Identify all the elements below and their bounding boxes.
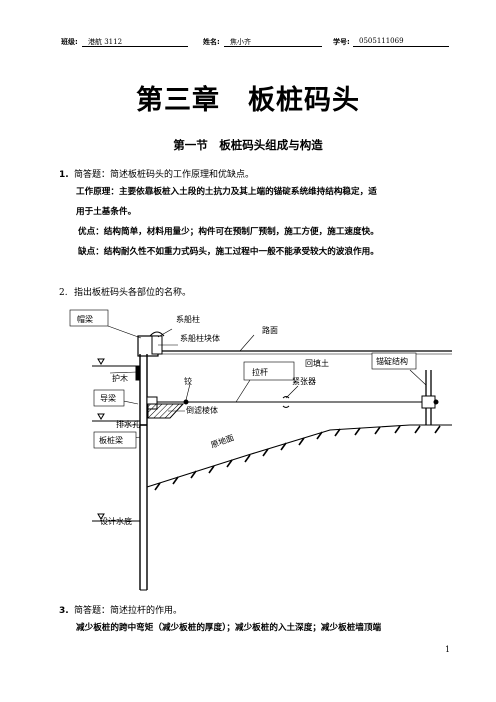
name-field[interactable]: 焦小齐 [224,37,322,47]
student-id-label: 学号: [333,38,350,46]
class-label: 班级: [61,38,78,46]
label-filter-layer: 倒滤棱体 [186,405,218,415]
label-bollard: 系船柱 [176,314,200,324]
label-bollard-block: 系船柱块体 [180,333,220,343]
label-pavement: 路面 [262,325,278,335]
label-original-ground: 原地面 [209,432,235,450]
question-2-text: 指出板桩码头各部位的名称。 [74,288,192,298]
class-field[interactable]: 港航 3112 [82,37,188,47]
student-id-field[interactable]: 0505111069 [353,37,449,47]
q3-answer: 减少板桩的跨中弯矩（减少板桩的厚度）；减少板桩的入土深度；减少板桩墙顶端 [76,623,382,633]
question-3-number: 3. [59,606,69,616]
section-title: 第一节 板桩码头组成与构造 [173,138,323,152]
q1-principle-line-2: 用于土基条件。 [76,207,137,217]
name-label: 姓名: [203,38,220,46]
q1-principle-line-1: 工作原理：主要依靠板桩入土段的土抗力及其上端的锚碇系统维持结构稳定，适 [76,187,377,197]
question-3: 3. 简答题：简述拉杆的作用。 [59,603,182,616]
question-2: 2. 指出板桩码头各部位的名称。 [59,285,191,298]
label-drain-hole: 排水孔 [116,419,140,429]
question-1: 1. 简答题：简述板桩码头的工作原理和优缺点。 [59,167,254,180]
label-guide-beam: 导梁 [100,394,116,403]
question-1-text: 简答题：简述板桩码头的工作原理和优缺点。 [74,170,255,180]
label-anchor-structure: 锚碇结构 [376,356,408,366]
label-sheet-pile-beam: 板桩梁 [99,435,123,445]
label-tie-rod: 拉杆 [252,367,268,377]
question-3-text: 简答题：简述拉杆的作用。 [74,606,183,616]
question-2-number: 2. [59,288,68,298]
label-backfill: 回填土 [305,358,329,368]
label-design-bottom: 设计水底 [100,516,132,526]
page-number: 1 [445,645,451,654]
q1-cons: 缺点：结构耐久性不如重力式码头，施工过程中一般不能承受较大的波浪作用。 [78,247,379,257]
label-hinge: 铰 [184,376,192,386]
question-1-number: 1. [59,170,69,180]
q1-pros: 优点：结构简单，材料用量少；构件可在预制厂预制，施工方便，施工速度快。 [78,227,379,237]
label-cap-beam: 帽梁 [77,314,93,324]
chapter-title: 第三章 板桩码头 [136,85,360,116]
label-fender: 护木 [112,373,128,383]
label-tensioner: 紧张器 [292,377,316,386]
